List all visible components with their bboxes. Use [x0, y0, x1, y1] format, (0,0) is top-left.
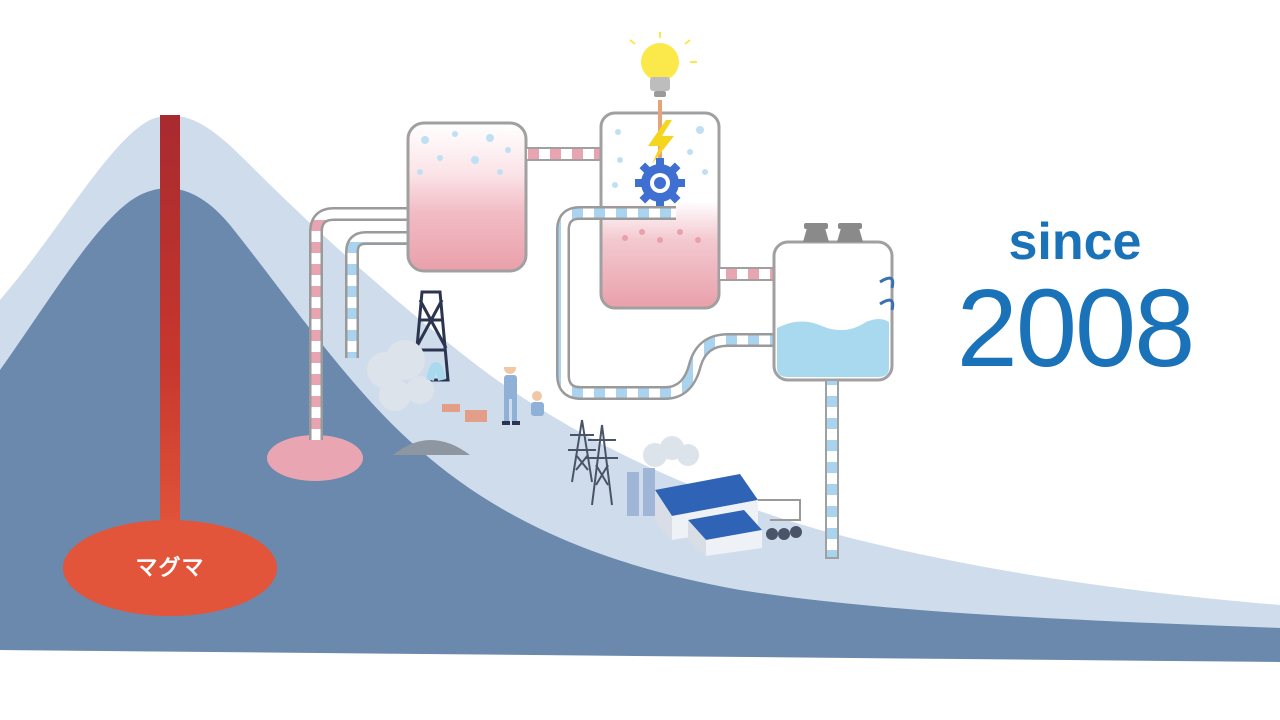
magma-conduit	[160, 115, 180, 535]
hot-water-reservoir	[267, 435, 363, 481]
magma-chamber	[63, 520, 277, 616]
worker-icon	[502, 362, 520, 425]
steam-bubbles-left	[417, 131, 511, 175]
worker-icon	[531, 391, 544, 416]
power-pylon-icon	[586, 424, 618, 506]
cooling-tower-icon	[803, 223, 863, 242]
since-headline: since 2008	[930, 210, 1220, 384]
steam-pipe	[525, 147, 603, 161]
factory-pipes	[766, 526, 802, 540]
chimneys	[627, 468, 655, 516]
since-year: 2008	[956, 267, 1196, 390]
mountain-inner	[0, 188, 1280, 662]
steam-cloud-icon	[367, 340, 434, 411]
light-bulb-icon	[629, 32, 697, 97]
condensate-drops	[622, 229, 701, 243]
factory-icon	[655, 474, 762, 556]
steam-bubbles-right	[612, 126, 708, 188]
magma-label: マグマ	[135, 556, 205, 581]
return-pipe	[825, 379, 839, 559]
separator-tank	[406, 121, 528, 273]
rock-pile	[393, 440, 470, 455]
since-text: since	[1008, 213, 1142, 271]
airflow-arrows	[879, 276, 895, 311]
lightning-bolt-icon	[648, 120, 674, 164]
rig-equipment	[442, 404, 487, 422]
condenser-pipe	[718, 267, 776, 281]
gear-icon	[635, 158, 685, 208]
steam-cloud-icon	[643, 436, 699, 467]
power-pylon-icon	[568, 419, 596, 483]
